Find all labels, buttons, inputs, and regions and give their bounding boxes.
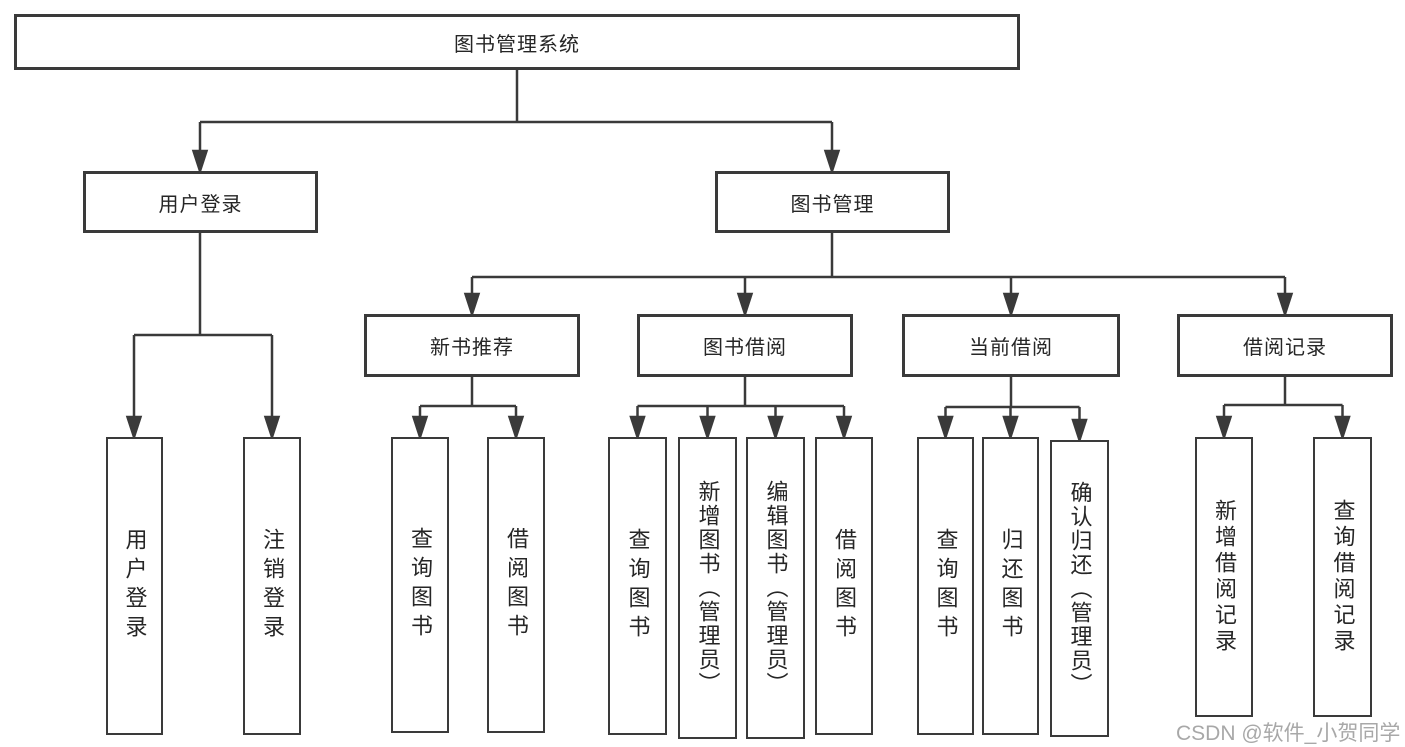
connector-new-book-recommend-to-leaves <box>411 377 525 442</box>
node-root-library-management-system: 图书管理系统 <box>14 14 1020 70</box>
node-book-borrow: 图书借阅 <box>637 314 853 377</box>
leaf-add-borrow-record: 新增借阅记录 <box>1195 437 1253 717</box>
node-label: 归还图书 <box>998 528 1024 644</box>
connector-book-borrow-to-leaves <box>629 377 853 442</box>
node-label: 注销登录 <box>260 528 285 644</box>
leaf-add-book-admin: 新增图书（管理员） <box>678 437 737 739</box>
leaf-query-book-current: 查询图书 <box>917 437 974 735</box>
node-label: 图书管理 <box>790 193 875 216</box>
node-label: 查询图书 <box>408 527 433 643</box>
node-label: 确认归还（管理员） <box>1067 480 1093 697</box>
csdn-watermark: CSDN @软件_小贺同学 <box>1176 722 1401 745</box>
node-label: 用户登录 <box>122 528 148 644</box>
node-label: 借阅记录 <box>1243 337 1327 359</box>
connector-user-login-to-leaves <box>125 233 281 442</box>
leaf-query-borrow-record: 查询借阅记录 <box>1313 437 1372 717</box>
node-label: 当前借阅 <box>969 337 1053 359</box>
node-label: 查询借阅记录 <box>1330 499 1356 655</box>
leaf-edit-book-admin: 编辑图书（管理员） <box>746 437 805 739</box>
node-label: 查询图书 <box>625 528 651 644</box>
leaf-confirm-return-admin: 确认归还（管理员） <box>1050 440 1109 737</box>
leaf-borrow-book: 借阅图书 <box>815 437 873 735</box>
node-label: 借阅图书 <box>504 527 529 643</box>
node-label: 编辑图书（管理员） <box>763 480 789 696</box>
node-label: 借阅图书 <box>832 528 857 644</box>
node-borrow-records: 借阅记录 <box>1177 314 1393 377</box>
leaf-logout: 注销登录 <box>243 437 301 735</box>
node-current-borrow: 当前借阅 <box>902 314 1120 377</box>
node-label: 图书借阅 <box>703 337 787 359</box>
leaf-query-book-recommend: 查询图书 <box>391 437 449 733</box>
node-new-book-recommend: 新书推荐 <box>364 314 580 377</box>
connector-book-management-to-level3 <box>463 233 1294 319</box>
leaf-return-book: 归还图书 <box>982 437 1039 735</box>
node-user-login: 用户登录 <box>83 171 318 233</box>
node-label: 新增借阅记录 <box>1212 499 1237 655</box>
node-label: 新增图书（管理员） <box>695 480 721 696</box>
node-label: 用户登录 <box>158 193 243 216</box>
node-label: 图书管理系统 <box>454 33 580 56</box>
leaf-user-login: 用户登录 <box>106 437 163 735</box>
connector-borrow-records-to-leaves <box>1215 377 1351 442</box>
connector-current-borrow-to-leaves <box>937 377 1088 445</box>
node-label: 新书推荐 <box>430 337 514 359</box>
leaf-query-book: 查询图书 <box>608 437 667 735</box>
node-book-management: 图书管理 <box>715 171 950 233</box>
connector-root-to-level2 <box>191 70 841 176</box>
node-label: 查询图书 <box>933 528 959 644</box>
leaf-borrow-book-recommend: 借阅图书 <box>487 437 545 733</box>
